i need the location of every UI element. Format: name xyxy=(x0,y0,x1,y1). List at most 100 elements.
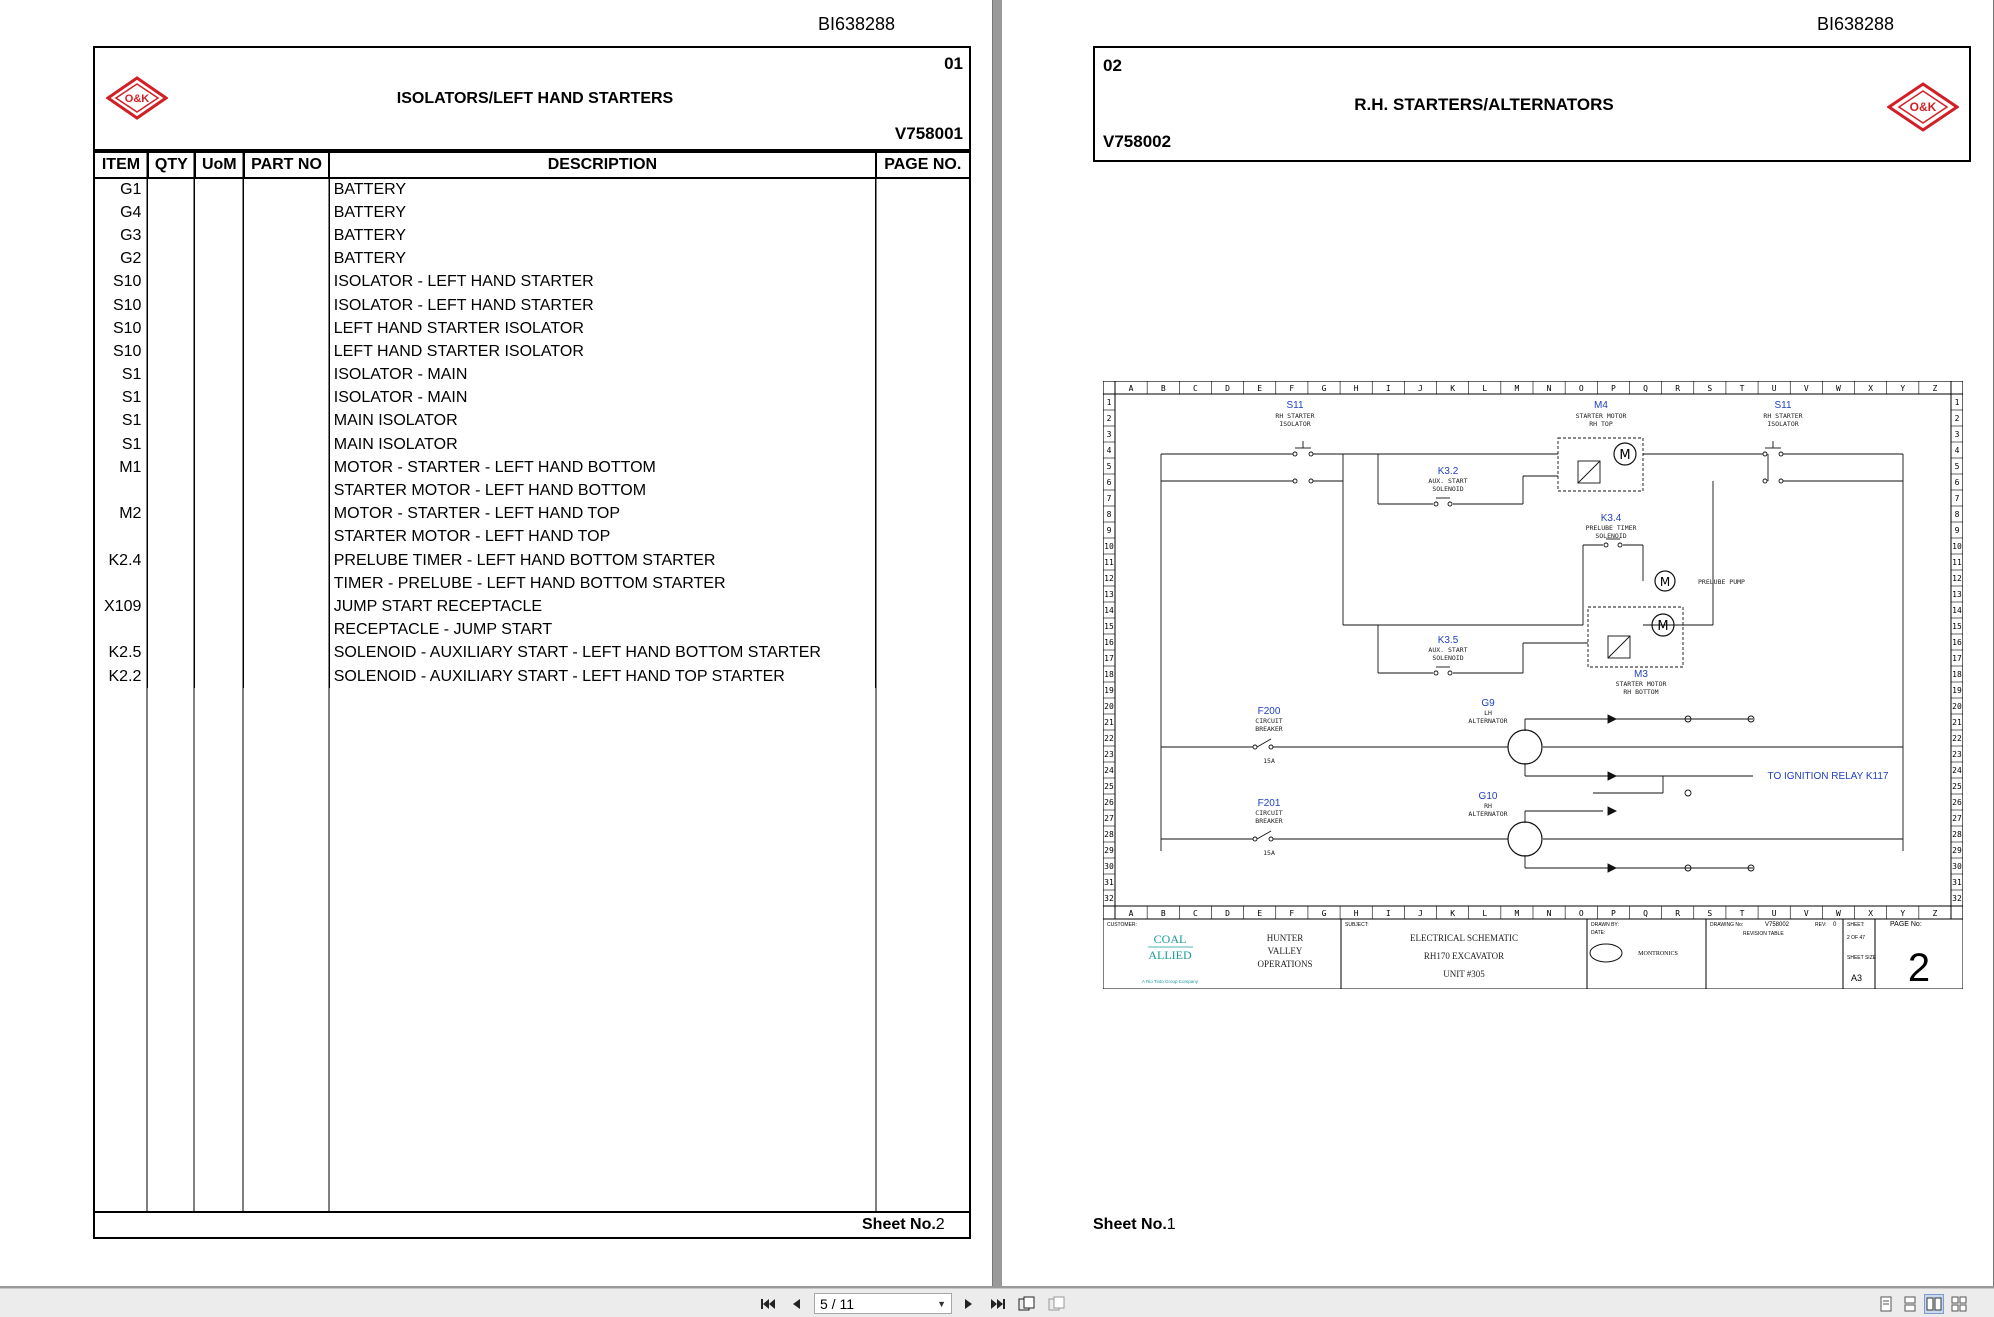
svg-text:UNIT #305: UNIT #305 xyxy=(1443,969,1485,979)
ok-logo-icon: O&K xyxy=(1887,82,1959,132)
previous-view-button[interactable] xyxy=(1017,1294,1037,1314)
last-page-button[interactable] xyxy=(988,1294,1008,1314)
svg-text:DATE:: DATE: xyxy=(1591,930,1605,936)
grid-row-label: 16 xyxy=(1952,638,1962,647)
svg-text:2 OF 47: 2 OF 47 xyxy=(1847,935,1865,941)
title-block-page-number: 2 xyxy=(1908,946,1930,989)
svg-text:O&K: O&K xyxy=(125,93,150,105)
label-s11-left: S11 xyxy=(1286,400,1303,411)
cell-description: ISOLATOR - MAIN xyxy=(328,386,877,410)
grid-col-label: S xyxy=(1707,909,1712,918)
grid-col-label: X xyxy=(1868,384,1873,393)
svg-text:RH STARTER: RH STARTER xyxy=(1275,412,1314,420)
grid-row-label: 4 xyxy=(1107,446,1112,455)
grid-col-label: T xyxy=(1740,384,1745,393)
grid-col-label: W xyxy=(1836,384,1841,393)
grid-row-label: 29 xyxy=(1104,846,1114,855)
col-description: DESCRIPTION xyxy=(328,151,877,179)
continuous-page-icon xyxy=(1904,1296,1916,1312)
grid-col-label: X xyxy=(1868,909,1873,918)
label-k34: K3.4 xyxy=(1601,513,1622,524)
facing-pages-view-button[interactable] xyxy=(1924,1294,1944,1314)
svg-text:ALLIED: ALLIED xyxy=(1148,948,1192,962)
cell-description: BATTERY xyxy=(328,178,877,202)
grid-col-label: O xyxy=(1579,909,1584,918)
cell-description: MOTOR - STARTER - LEFT HAND BOTTOM xyxy=(328,456,877,480)
f200-breaker-icon xyxy=(1252,738,1274,750)
svg-text:LH: LH xyxy=(1484,709,1492,717)
svg-text:AUX. START: AUX. START xyxy=(1428,477,1467,485)
page-number-field[interactable]: 5 / 11 ▼ xyxy=(814,1293,952,1314)
grid-row-label: 32 xyxy=(1952,894,1962,903)
previous-page-icon xyxy=(793,1299,800,1309)
svg-text:CUSTOMER:: CUSTOMER: xyxy=(1107,922,1137,928)
svg-text:COAL: COAL xyxy=(1154,932,1187,946)
terminal-markers xyxy=(1607,714,1755,873)
svg-text:ALTERNATOR: ALTERNATOR xyxy=(1468,717,1507,725)
svg-text:SUBJECT:: SUBJECT: xyxy=(1345,922,1369,928)
single-page-view-button[interactable] xyxy=(1876,1294,1896,1314)
grid-row-label: 9 xyxy=(1955,526,1960,535)
grid-row-label: 13 xyxy=(1952,590,1962,599)
g10-alternator-icon xyxy=(1507,821,1543,857)
svg-text:15A: 15A xyxy=(1263,849,1275,857)
label-f201: F201 xyxy=(1258,798,1281,809)
grid-row-label: 17 xyxy=(1952,654,1962,663)
grid-row-label: 6 xyxy=(1955,478,1960,487)
sheet-no-label: Sheet No.2 xyxy=(862,1216,945,1234)
cell-item: S1 xyxy=(93,409,149,434)
svg-text:ISOLATOR: ISOLATOR xyxy=(1767,420,1798,428)
grid-col-label: Z xyxy=(1933,384,1938,393)
sheet-no-value: 2 xyxy=(935,1216,945,1233)
page-header: O&K 01 ISOLATORS/LEFT HAND STARTERS V758… xyxy=(93,46,971,151)
cell-item: M1 xyxy=(93,456,149,480)
grid-row-label: 18 xyxy=(1952,670,1962,679)
doc-id: BI638288 xyxy=(1817,14,1895,34)
cell-description: MAIN ISOLATOR xyxy=(328,409,877,434)
grid-row-label: 18 xyxy=(1104,670,1114,679)
svg-text:CIRCUIT: CIRCUIT xyxy=(1255,717,1282,725)
previous-page-button[interactable] xyxy=(786,1294,806,1314)
cell-item: K2.5 xyxy=(93,641,149,665)
cell-description: ISOLATOR - LEFT HAND STARTER xyxy=(328,270,877,294)
grid-row-label: 19 xyxy=(1104,686,1114,695)
ok-logo-icon: O&K xyxy=(106,76,168,120)
drawing-code: V758001 xyxy=(894,124,963,143)
svg-text:PAGE No:: PAGE No: xyxy=(1890,921,1922,928)
cell-item: K2.2 xyxy=(93,664,149,689)
grid-col-label: G xyxy=(1322,384,1327,393)
table-column-lines xyxy=(93,151,971,1213)
grid-col-label: I xyxy=(1386,384,1391,393)
next-view-button[interactable] xyxy=(1047,1294,1067,1314)
next-page-button[interactable] xyxy=(959,1294,979,1314)
previous-view-icon xyxy=(1018,1296,1035,1311)
grid-row-label: 2 xyxy=(1955,414,1960,423)
grid-row-label: 7 xyxy=(1955,494,1960,503)
last-page-icon xyxy=(991,1299,1005,1309)
grid-col-label: F xyxy=(1289,384,1294,393)
svg-text:VALLEY: VALLEY xyxy=(1268,946,1303,956)
grid-row-label: 30 xyxy=(1952,862,1962,871)
grid-col-label: E xyxy=(1257,384,1262,393)
cell-item: G2 xyxy=(93,247,149,271)
svg-text:AUX. START: AUX. START xyxy=(1428,646,1467,654)
grid-row-label: 16 xyxy=(1104,638,1114,647)
sheet-no-value: 1 xyxy=(1166,1216,1176,1233)
continuous-facing-view-button[interactable] xyxy=(1949,1294,1969,1314)
schematic-sublabels: RH STARTER ISOLATOR STARTER MOTOR RH TOP… xyxy=(1255,412,1802,857)
cell-item: G3 xyxy=(93,224,149,248)
cell-description: BATTERY xyxy=(328,224,877,248)
page-indicator-text: 5 / 11 xyxy=(820,1295,854,1312)
continuous-view-button[interactable] xyxy=(1900,1294,1920,1314)
schematic-components: M M M xyxy=(1252,437,1784,873)
page-dropdown-icon[interactable]: ▼ xyxy=(937,1298,946,1309)
grid-row-label: 11 xyxy=(1952,558,1962,567)
document-viewer: BI638288 O&K 01 ISOLATORS/LEFT HAND STAR… xyxy=(0,0,1994,1288)
grid-row-label: 23 xyxy=(1952,750,1962,759)
grid-col-label: D xyxy=(1225,909,1230,918)
grid-row-label: 23 xyxy=(1104,750,1114,759)
first-page-button[interactable] xyxy=(758,1294,778,1314)
